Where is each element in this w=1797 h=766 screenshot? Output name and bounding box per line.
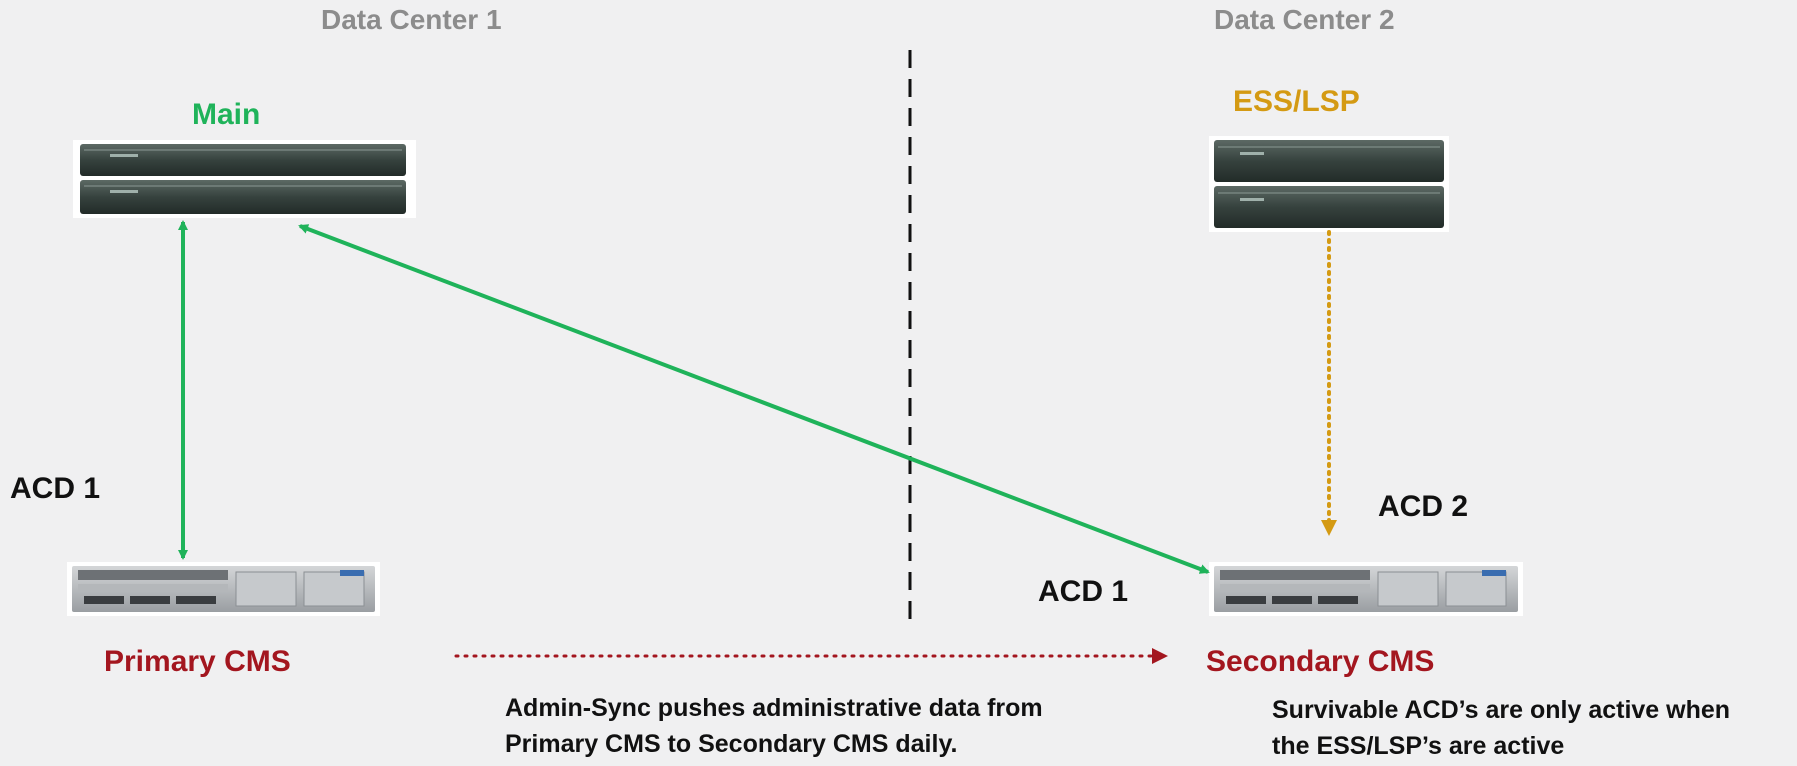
primary-cms-server-icon [67, 562, 380, 616]
acd1-right-label: ACD 1 [1038, 575, 1129, 608]
admin-sync-note-line1: Admin-Sync pushes administrative data fr… [505, 694, 1043, 722]
data-center-1-label: Data Center 1 [321, 4, 502, 35]
secondary-cms-server-icon [1209, 562, 1523, 616]
admin-sync-note-line2: Primary CMS to Secondary CMS daily. [505, 730, 958, 758]
survivable-note-line1: Survivable ACD’s are only active when [1272, 696, 1731, 724]
ess-lsp-label: ESS/LSP [1233, 85, 1360, 118]
primary-cms-label: Primary CMS [104, 645, 291, 678]
ess-lsp-server-icon [1209, 136, 1449, 232]
survivable-note: Survivable ACD’s are only active when th… [1272, 692, 1730, 764]
acd2-label: ACD 2 [1378, 490, 1469, 523]
data-center-2-label: Data Center 2 [1214, 4, 1395, 35]
main-server-icon [73, 140, 416, 218]
main-label: Main [192, 98, 261, 131]
acd1-left-label: ACD 1 [10, 472, 101, 505]
secondary-cms-label: Secondary CMS [1206, 645, 1435, 678]
main-secondary-link [298, 224, 1210, 574]
admin-sync-note: Admin-Sync pushes administrative data fr… [505, 690, 1043, 762]
survivable-note-line2: the ESS/LSP’s are active [1272, 732, 1565, 760]
